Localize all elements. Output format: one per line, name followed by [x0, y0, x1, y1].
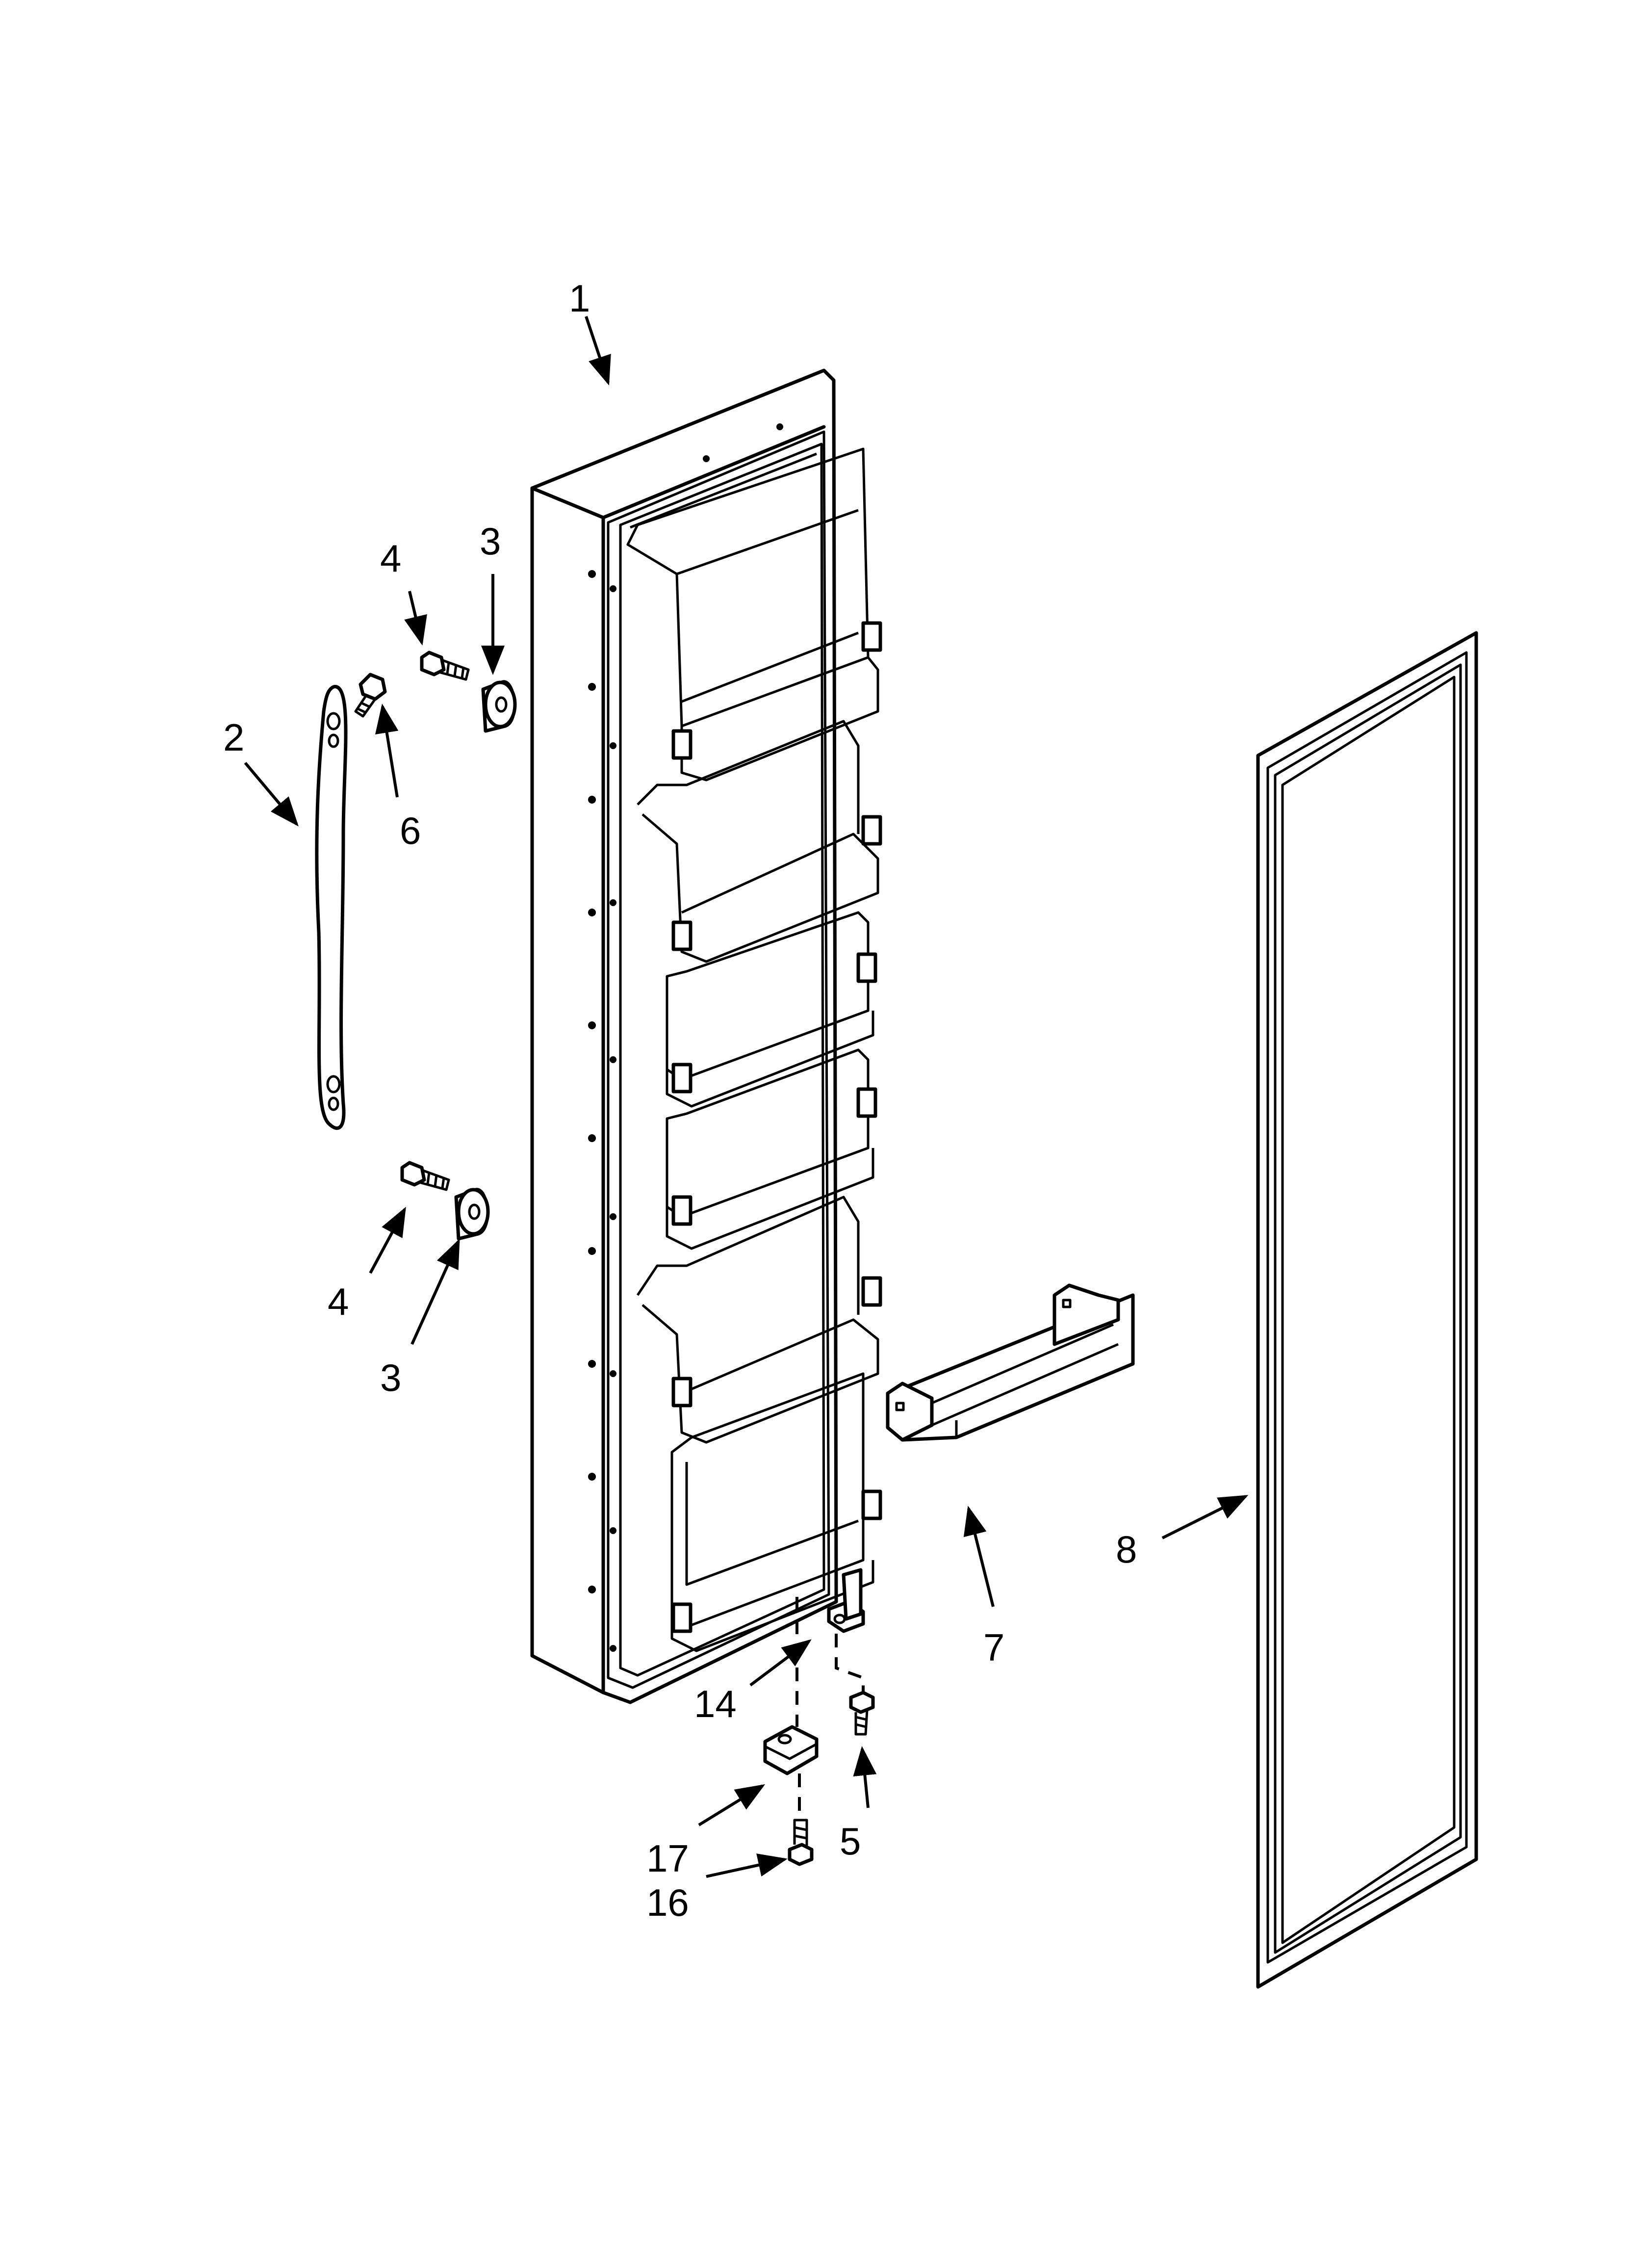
- callout-3-top: 3: [480, 520, 501, 563]
- callout-8: 8: [1116, 1528, 1137, 1571]
- door-bin: [886, 1283, 1135, 1442]
- spacer-top: [481, 680, 517, 733]
- bracket-screw-16: [788, 1819, 814, 1866]
- hinge-pin: [827, 1568, 865, 1633]
- door-screw-holes: [588, 423, 783, 1652]
- door-handle: [315, 685, 348, 1130]
- door-shelves: [626, 447, 882, 1652]
- callout-16: 16: [646, 1881, 689, 1924]
- spacer-bottom: [454, 1188, 490, 1241]
- hinge-bracket: [763, 1725, 819, 1775]
- callout-4-top: 4: [380, 537, 401, 580]
- callout-17: 17: [646, 1837, 689, 1880]
- leader-arrows: [244, 316, 1249, 1878]
- screw-6: [354, 673, 387, 718]
- callout-labels: 1 2 3 4 6 4 3 7 8 14 5 17 16: [223, 277, 1137, 1924]
- callout-5: 5: [840, 1820, 861, 1863]
- callout-2: 2: [223, 716, 244, 759]
- door-gasket: [1256, 631, 1478, 1989]
- callout-3-bottom: 3: [380, 1356, 401, 1399]
- door-assembly: [530, 368, 882, 1704]
- callout-14: 14: [694, 1682, 737, 1725]
- hinge-screw-5: [849, 1691, 875, 1736]
- callout-7: 7: [983, 1626, 1004, 1669]
- screw-top: [420, 651, 470, 681]
- hinge-guide-line: [835, 1634, 865, 1693]
- callout-6: 6: [400, 809, 421, 852]
- callout-1: 1: [569, 277, 590, 320]
- callout-4-bottom: 4: [328, 1280, 349, 1323]
- screw-bottom: [400, 1161, 450, 1191]
